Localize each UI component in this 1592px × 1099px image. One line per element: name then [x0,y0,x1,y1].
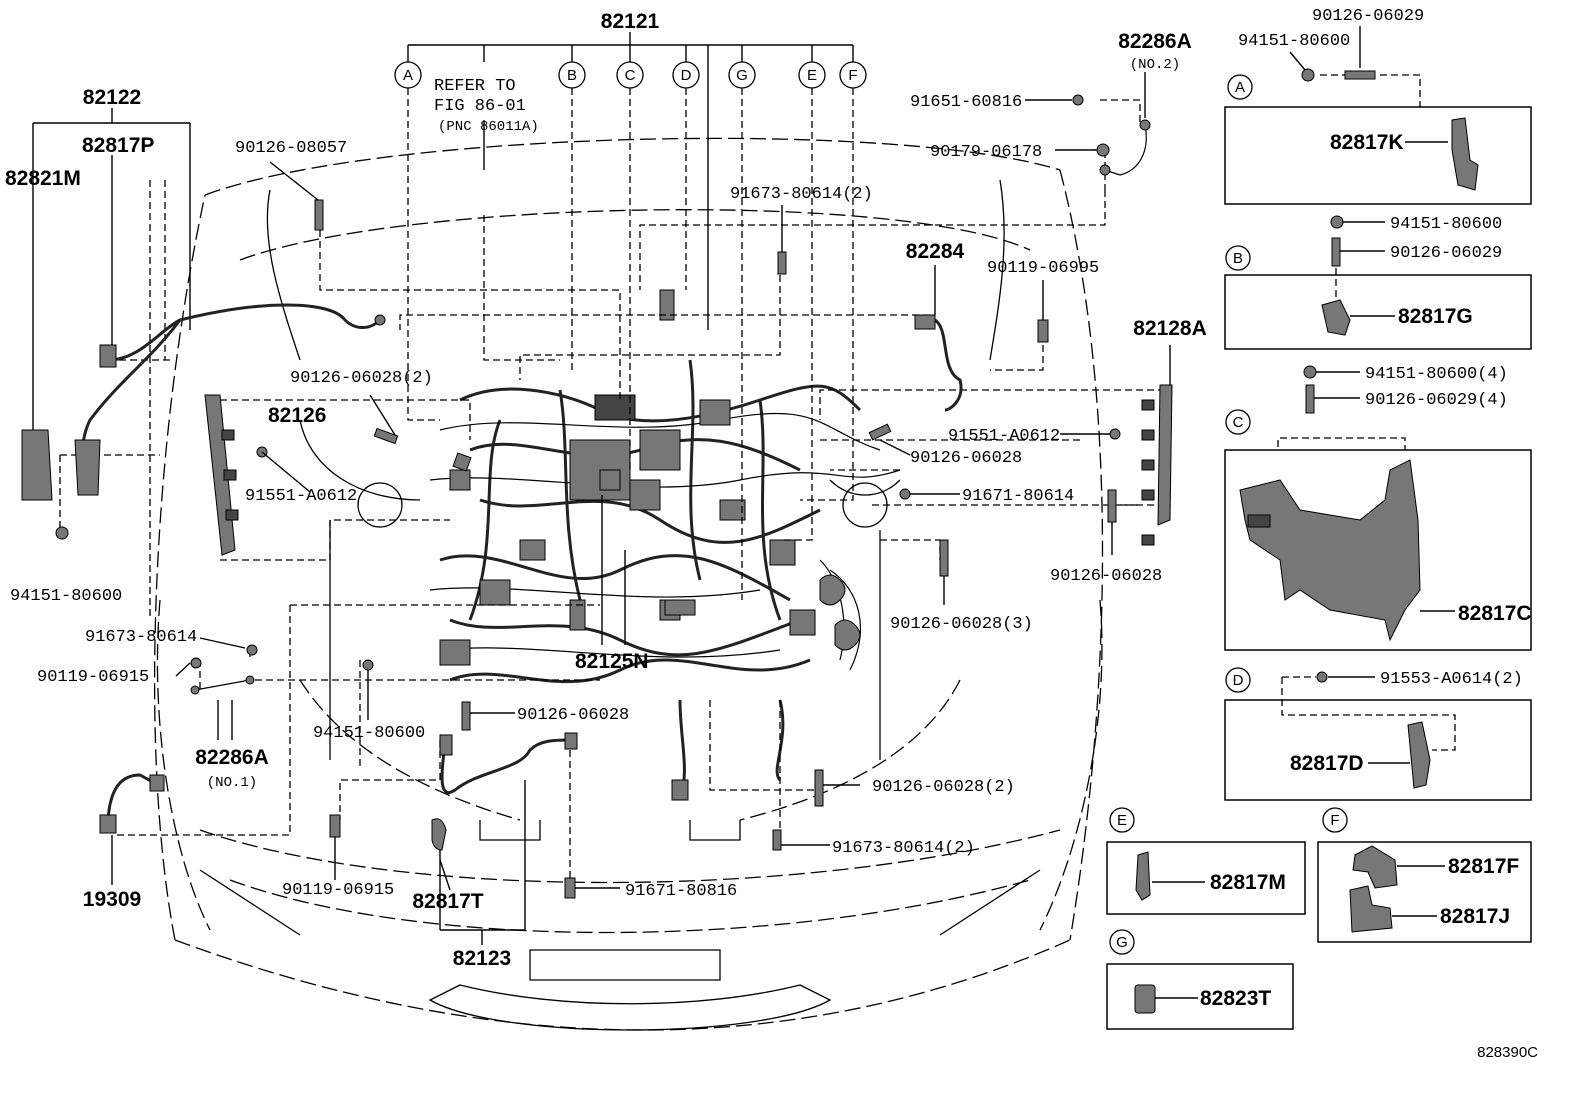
label-82821M: 82821M [5,167,81,190]
right-parts [772,72,1173,851]
inset-B-fastener2: 90126-06029 [1390,244,1502,263]
inset-D-callout: D [1233,672,1244,689]
inset-A-part: 82817K [1330,131,1404,154]
inset-E-part: 82817M [1210,871,1286,894]
label-90126-06028-3: 90126-06028(3) [890,615,1033,634]
callout-A-top: A [403,67,413,84]
label-91673-80614-2-top: 91673-80614(2) [730,185,873,204]
inset-D-part: 82817D [1290,752,1364,775]
label-91671-80816: 91671-80816 [625,882,737,901]
label-91671-80614: 91671-80614 [962,487,1074,506]
label-94151-80600-left: 94151-80600 [10,587,122,606]
callout-F-top: F [848,67,857,84]
inset-C-callout: C [1233,414,1244,431]
callout-G-top: G [736,67,748,84]
inset-B-fastener1: 94151-80600 [1390,215,1502,234]
label-82286A-top: 82286A [1118,30,1192,53]
label-refer-to: REFER TO [434,77,516,96]
left-parts [21,108,386,885]
label-91551-A0612-right: 91551-A0612 [948,427,1060,446]
inset-A-fastener-top-right: 90126-06029 [1312,7,1424,26]
inset-G-callout: G [1116,934,1128,951]
vehicle-outline [153,137,1104,1031]
callout-B-top: B [567,67,577,84]
label-90119-06915-a: 90119-06915 [37,668,149,687]
label-91673-80614-2-bottom: 91673-80614(2) [832,839,975,858]
label-82125N: 82125N [575,650,649,673]
inset-B-part: 82817G [1398,305,1473,328]
label-82817T: 82817T [412,890,483,913]
label-82126: 82126 [268,404,326,427]
label-90119-06915-b: 90119-06915 [282,881,394,900]
label-no2: (NO.2) [1130,57,1180,73]
label-91551-A0612-left: 91551-A0612 [245,487,357,506]
bracket-82121: A B C D G E F [394,32,867,600]
label-no1: (NO.1) [207,775,257,791]
label-90126-06028-bottom: 90126-06028 [517,706,629,725]
label-82122: 82122 [83,86,141,109]
callout-D-top: D [681,67,692,84]
label-82286A-bottom: 82286A [195,746,269,769]
leader-lines [59,99,1165,880]
label-90126-06028-center: 90126-06028 [910,449,1022,468]
inset-E-callout: E [1117,812,1127,829]
callout-C-top: C [625,67,636,84]
label-19309: 19309 [83,888,141,911]
inset-B-box [1224,274,1532,350]
label-91651-60816: 91651-60816 [910,93,1022,112]
label-90126-06028-2-bottom: 90126-06028(2) [872,778,1015,797]
inset-C-fastener1: 94151-80600(4) [1365,365,1508,384]
inset-A-fastener-top-left: 94151-80600 [1238,32,1350,51]
label-refer-pnc: (PNC 86011A) [438,119,539,135]
label-90119-06995: 90119-06995 [987,259,1099,278]
inset-A-callout: A [1235,79,1245,96]
label-82284: 82284 [906,240,965,263]
label-82123: 82123 [453,947,511,970]
engine-wiring-harness [429,289,901,801]
label-82128A: 82128A [1133,317,1207,340]
inset-F-part2: 82817J [1440,905,1510,928]
inset-C-part: 82817C [1458,602,1532,625]
label-94151-80600-middle: 94151-80600 [313,724,425,743]
label-90126-08057: 90126-08057 [235,139,347,158]
callout-E-top: E [807,67,817,84]
label-91673-80614-left: 91673-80614 [85,628,197,647]
bottom-parts [329,394,626,945]
inset-G-part: 82823T [1200,987,1271,1010]
inset-C-fastener2: 90126-06029(4) [1365,391,1508,410]
inset-D-fastener: 91553-A0614(2) [1380,670,1523,689]
label-90179-06178: 90179-06178 [930,143,1042,162]
label-refer-fig: FIG 86-01 [434,97,526,116]
label-82817P: 82817P [82,134,154,157]
inset-B-callout: B [1233,250,1243,267]
inset-A-box [1224,106,1532,205]
label-90126-06028-2-left: 90126-06028(2) [290,369,433,388]
inset-F-callout: F [1330,812,1339,829]
inset-F-part1: 82817F [1448,855,1519,878]
part-labels: 82121 82122 82817P 82821M 90126-08057 RE… [5,10,1207,970]
diagram-code: 828390C [1477,1044,1538,1061]
inset-D-box [1224,699,1532,801]
label-90126-06028-right: 90126-06028 [1050,567,1162,586]
label-82121: 82121 [601,10,660,33]
inset-panels: 90126-06029 94151-80600 A 82817K 94151-8… [1106,7,1532,1030]
